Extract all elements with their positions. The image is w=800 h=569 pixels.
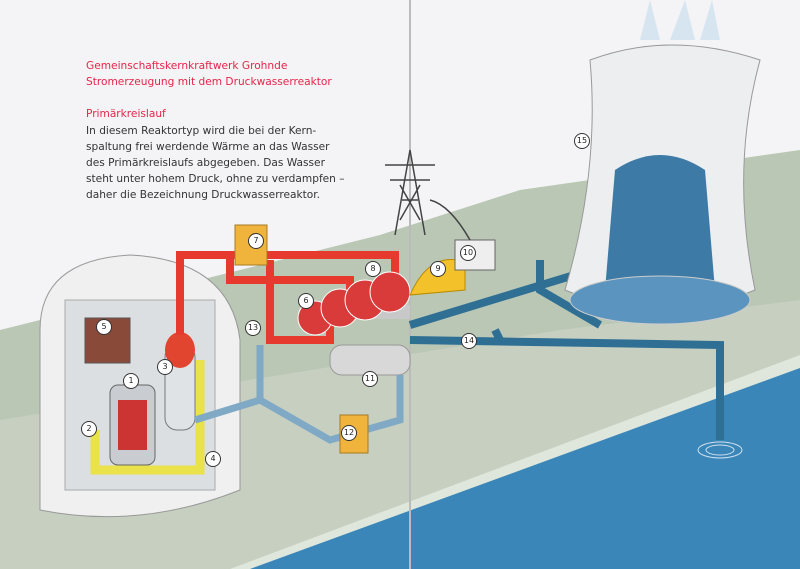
marker-9: 9 — [430, 261, 446, 277]
steam-plume — [640, 0, 720, 40]
marker-13: 13 — [245, 320, 261, 336]
marker-14: 14 — [461, 333, 477, 349]
marker-5: 5 — [96, 319, 112, 335]
steam-generator-top — [165, 332, 195, 368]
river-bank — [230, 355, 800, 569]
marker-12: 12 — [341, 425, 357, 441]
body-line: daher die Bezeichnung Druckwasserreaktor… — [86, 189, 321, 202]
reactor-core — [118, 400, 147, 450]
section-title: Primärkreislauf — [86, 108, 166, 121]
marker-15: 15 — [574, 133, 590, 149]
marker-2: 2 — [81, 421, 97, 437]
heading-line1: Gemeinschaftskernkraftwerk Grohnde — [86, 60, 288, 72]
cooling-tower-opening — [605, 155, 715, 290]
description-text: Gemeinschaftskernkraftwerk Grohnde Strom… — [86, 58, 366, 204]
body-line: steht unter hohem Druck, ohne zu verdamp… — [86, 173, 345, 186]
marker-7: 7 — [248, 233, 264, 249]
marker-8: 8 — [365, 261, 381, 277]
marker-1: 1 — [123, 373, 139, 389]
power-pylon — [385, 149, 471, 241]
marker-3: 3 — [157, 359, 173, 375]
water-ripples — [697, 441, 743, 459]
marker-11: 11 — [362, 371, 378, 387]
fuel-storage — [84, 317, 131, 364]
marker-4: 4 — [205, 451, 221, 467]
marker-6: 6 — [298, 293, 314, 309]
body-line: des Primärkreislaufs abgegeben. Das Wass… — [86, 157, 325, 170]
cooling-basin — [569, 275, 751, 325]
heading-line2: Stromerzeugung mit dem Druckwasserreakto… — [86, 76, 332, 89]
turbine-rotors — [297, 271, 411, 336]
body-line: spaltung frei werdende Wärme an das Wass… — [86, 140, 330, 153]
marker-10: 10 — [460, 245, 476, 261]
body-line: In diesem Reaktortyp wird die bei der Ke… — [86, 124, 317, 137]
